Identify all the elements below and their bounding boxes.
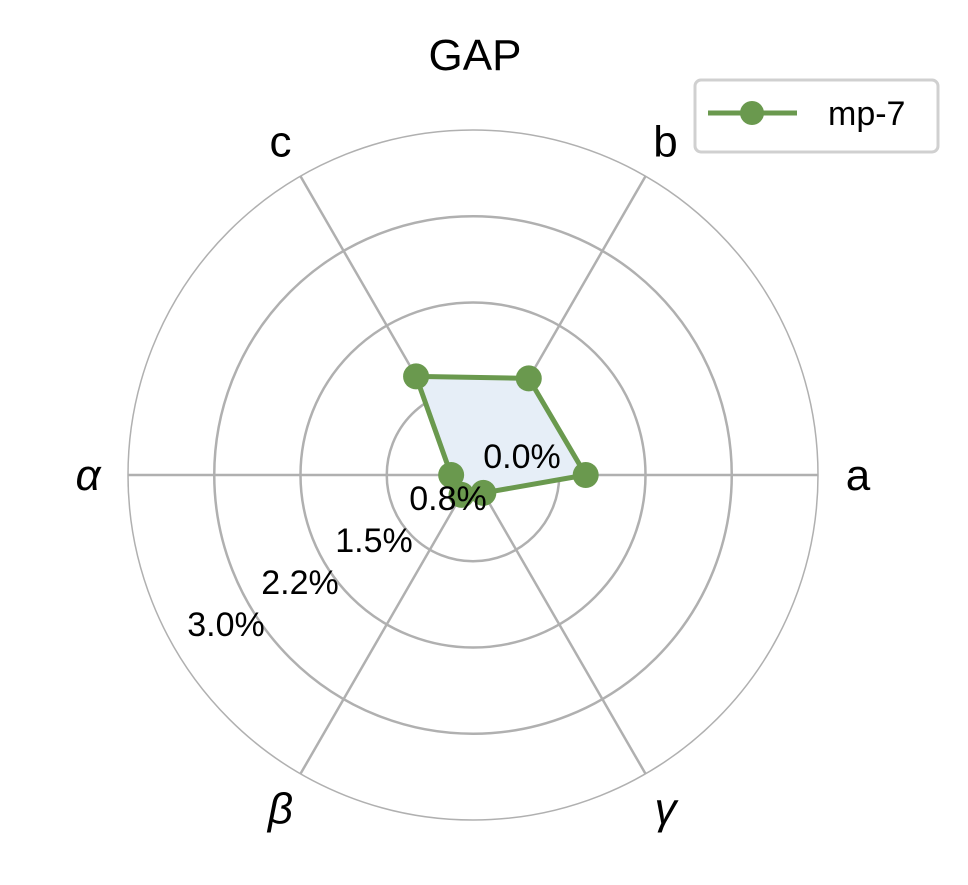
data-point xyxy=(448,481,475,508)
radial-tick-label: 3.0% xyxy=(187,606,265,644)
axis-label: c xyxy=(270,118,292,167)
series xyxy=(403,363,599,508)
axis-label: α xyxy=(75,451,102,500)
chart-title: GAP xyxy=(429,31,522,80)
data-point xyxy=(515,365,542,392)
data-point xyxy=(403,363,430,390)
radial-tick-label: 0.8% xyxy=(409,480,487,518)
grid-spoke xyxy=(299,474,475,775)
radial-tick-label: 0.0% xyxy=(483,438,561,476)
legend-marker xyxy=(740,101,764,125)
axis-label: a xyxy=(846,451,871,500)
data-point xyxy=(572,462,599,488)
grid-spoke xyxy=(471,474,647,775)
legend-box xyxy=(693,78,940,154)
axis-label: b xyxy=(653,118,677,167)
axis-label: β xyxy=(266,784,293,833)
legend: mp-7 xyxy=(693,78,940,154)
legend-label: mp-7 xyxy=(828,95,905,133)
radial-tick-label: 2.2% xyxy=(261,564,339,602)
data-point xyxy=(470,479,497,506)
labels: a b c α β γ 0.0% 0.8% 1.5% 2.2% 3.0% xyxy=(75,118,870,834)
axis-label: γ xyxy=(655,784,680,833)
radial-tick-label: 1.5% xyxy=(335,522,413,560)
data-point xyxy=(438,462,465,488)
